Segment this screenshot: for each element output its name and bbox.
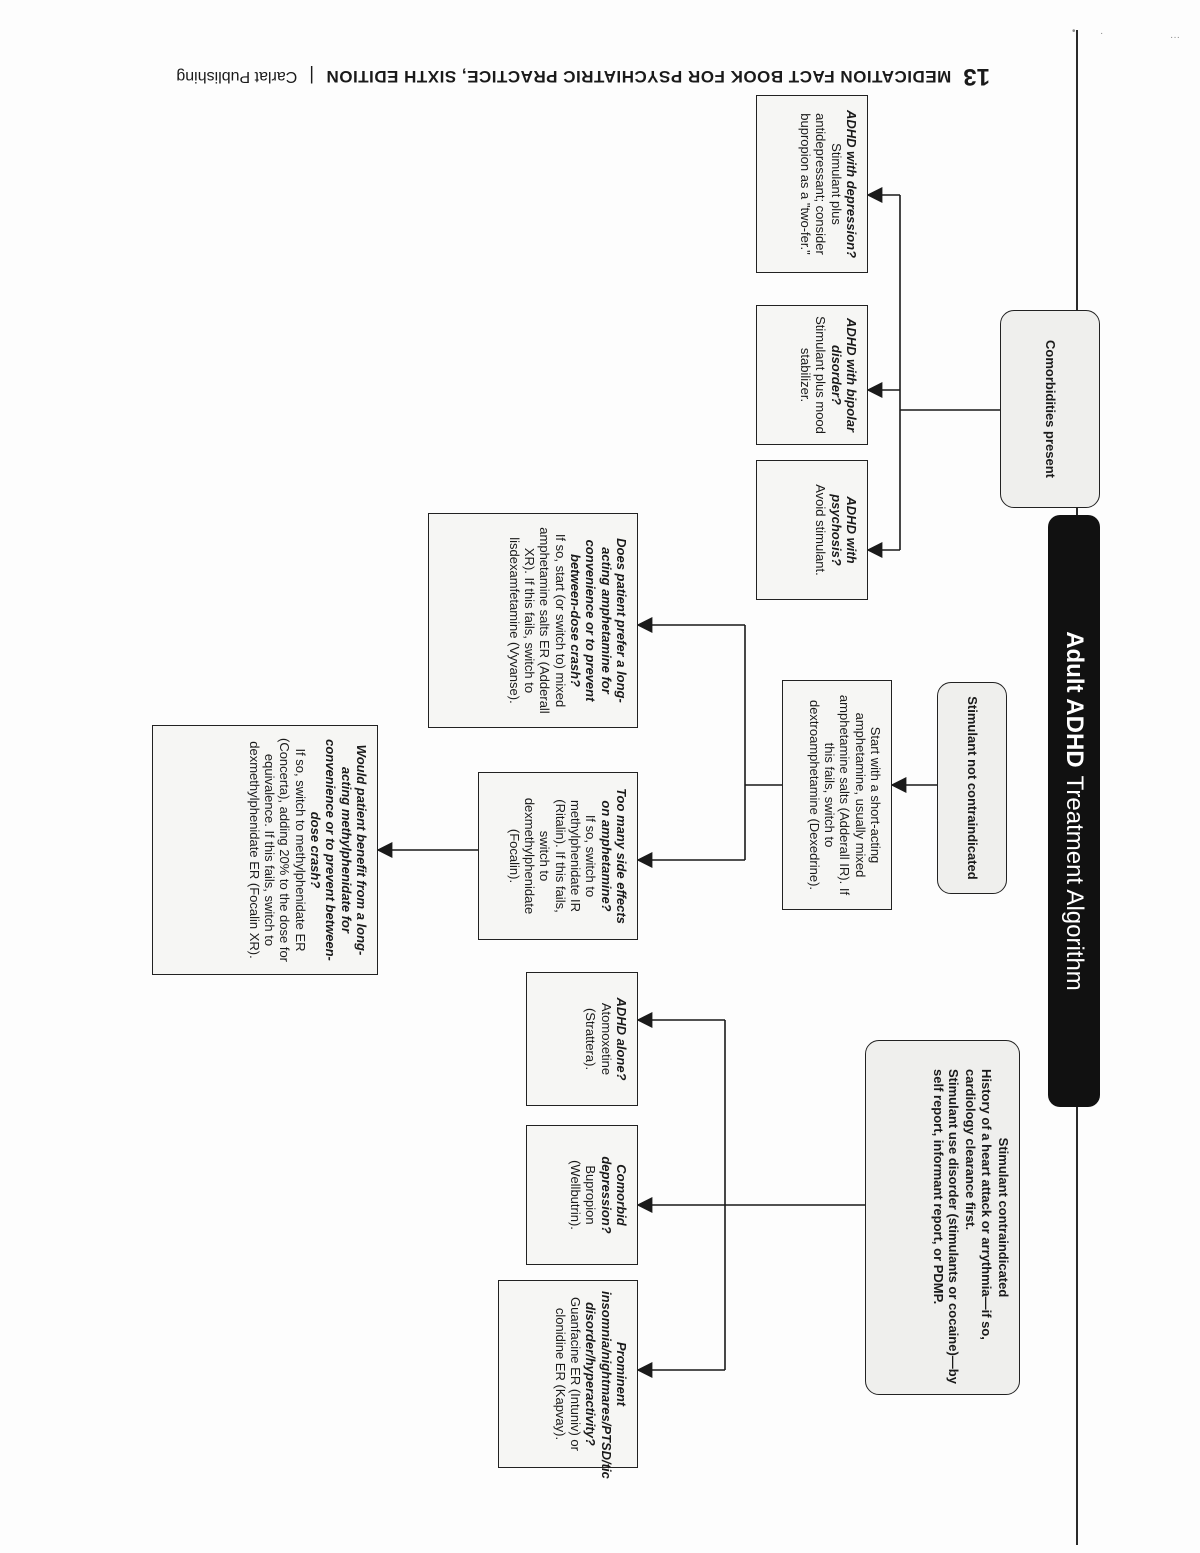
title-bar: Adult ADHD Treatment Algorithm — [1048, 515, 1100, 1107]
box-question: Would patient benefit from a long-acting… — [308, 739, 369, 961]
box-text: Stimulant plus antidepressant; consider … — [798, 113, 844, 255]
long-acting-amphetamine-box: Does patient prefer a long-acting amphet… — [428, 513, 638, 728]
box-question: Does patient prefer a long-acting amphet… — [568, 538, 629, 703]
box-text: Guanfacine ER (Intuniv) or clonidine ER … — [552, 1297, 584, 1451]
box-text: If so, start (or switch to) mixed amphet… — [506, 527, 568, 714]
box-question: Comorbid depression? — [598, 1156, 629, 1234]
title-bold: Adult ADHD — [1061, 631, 1088, 768]
adhd-with-psychosis-box: ADHD with psychosis? Avoid stimulant. — [756, 460, 868, 600]
comorbidities-present-box: Comorbidities present — [1000, 310, 1100, 508]
box-question: ADHD with bipolar disorder? — [828, 317, 859, 433]
box-question: Prominent insomnia/nightmares/PTSD/tic d… — [583, 1291, 629, 1479]
start-short-acting-box: Start with a short-acting amphetamine, u… — [782, 680, 892, 910]
box-question: ADHD with depression? — [844, 109, 859, 259]
stimulant-contraindicated-box: Stimulant contraindicated History of a h… — [865, 1040, 1020, 1395]
connector-lines — [376, 187, 1000, 1378]
scan-speck: • — [1072, 26, 1076, 37]
contraindication-list: History of a heart attack or arrythmia—i… — [930, 1051, 994, 1384]
adhd-alone-box: ADHD alone? Atomoxetine (Strattera). — [526, 972, 638, 1106]
box-question: ADHD with psychosis? — [828, 494, 859, 566]
scan-speck: ··· — [1170, 32, 1180, 43]
box-question: ADHD alone? — [614, 997, 629, 1081]
box-text: Avoid stimulant. — [813, 484, 829, 576]
long-acting-methylphenidate-box: Would patient benefit from a long-acting… — [152, 725, 378, 975]
adhd-with-bipolar-box: ADHD with bipolar disorder? Stimulant pl… — [756, 305, 868, 445]
contraindication-item: History of a heart attack or arrythmia—i… — [963, 1069, 994, 1340]
contraindication-item: Stimulant use disorder (stimulants or co… — [930, 1069, 962, 1384]
box-text: If so, switch to methylphenidate IR (Rit… — [506, 797, 599, 915]
not-contraindicated-heading: Stimulant not contraindicated — [964, 696, 980, 880]
prominent-insomnia-box: Prominent insomnia/nightmares/PTSD/tic d… — [498, 1280, 638, 1479]
comorbid-depression-box: Comorbid depression? Bupropion (Wellbutr… — [526, 1125, 638, 1265]
box-text: Bupropion (Wellbutrin). — [568, 1160, 599, 1230]
too-many-side-effects-box: Too many side effects on amphetamine? If… — [478, 772, 638, 940]
stimulant-not-contraindicated-box: Stimulant not contraindicated — [937, 682, 1007, 894]
box-question: Too many side effects on amphetamine? — [598, 788, 629, 924]
box-text: Stimulant plus mood stabilizer. — [798, 316, 829, 434]
contraindicated-heading: Stimulant contraindicated — [996, 1137, 1011, 1298]
box-text: Atomoxetine (Strattera). — [583, 1002, 614, 1076]
comorbidities-heading: Comorbidities present — [1042, 340, 1058, 478]
box-text: If so, switch to methylphenidate ER (Con… — [246, 737, 308, 963]
adhd-with-depression-box: ADHD with depression? Stimulant plus ant… — [756, 95, 868, 273]
title-regular: Treatment Algorithm — [1061, 775, 1088, 991]
adhd-algorithm-diagram: Comorbidities present ADHD with depressi… — [150, 60, 1100, 1530]
box-text: Start with a short-acting amphetamine, u… — [806, 694, 883, 896]
scan-speck: · — [1100, 28, 1104, 39]
